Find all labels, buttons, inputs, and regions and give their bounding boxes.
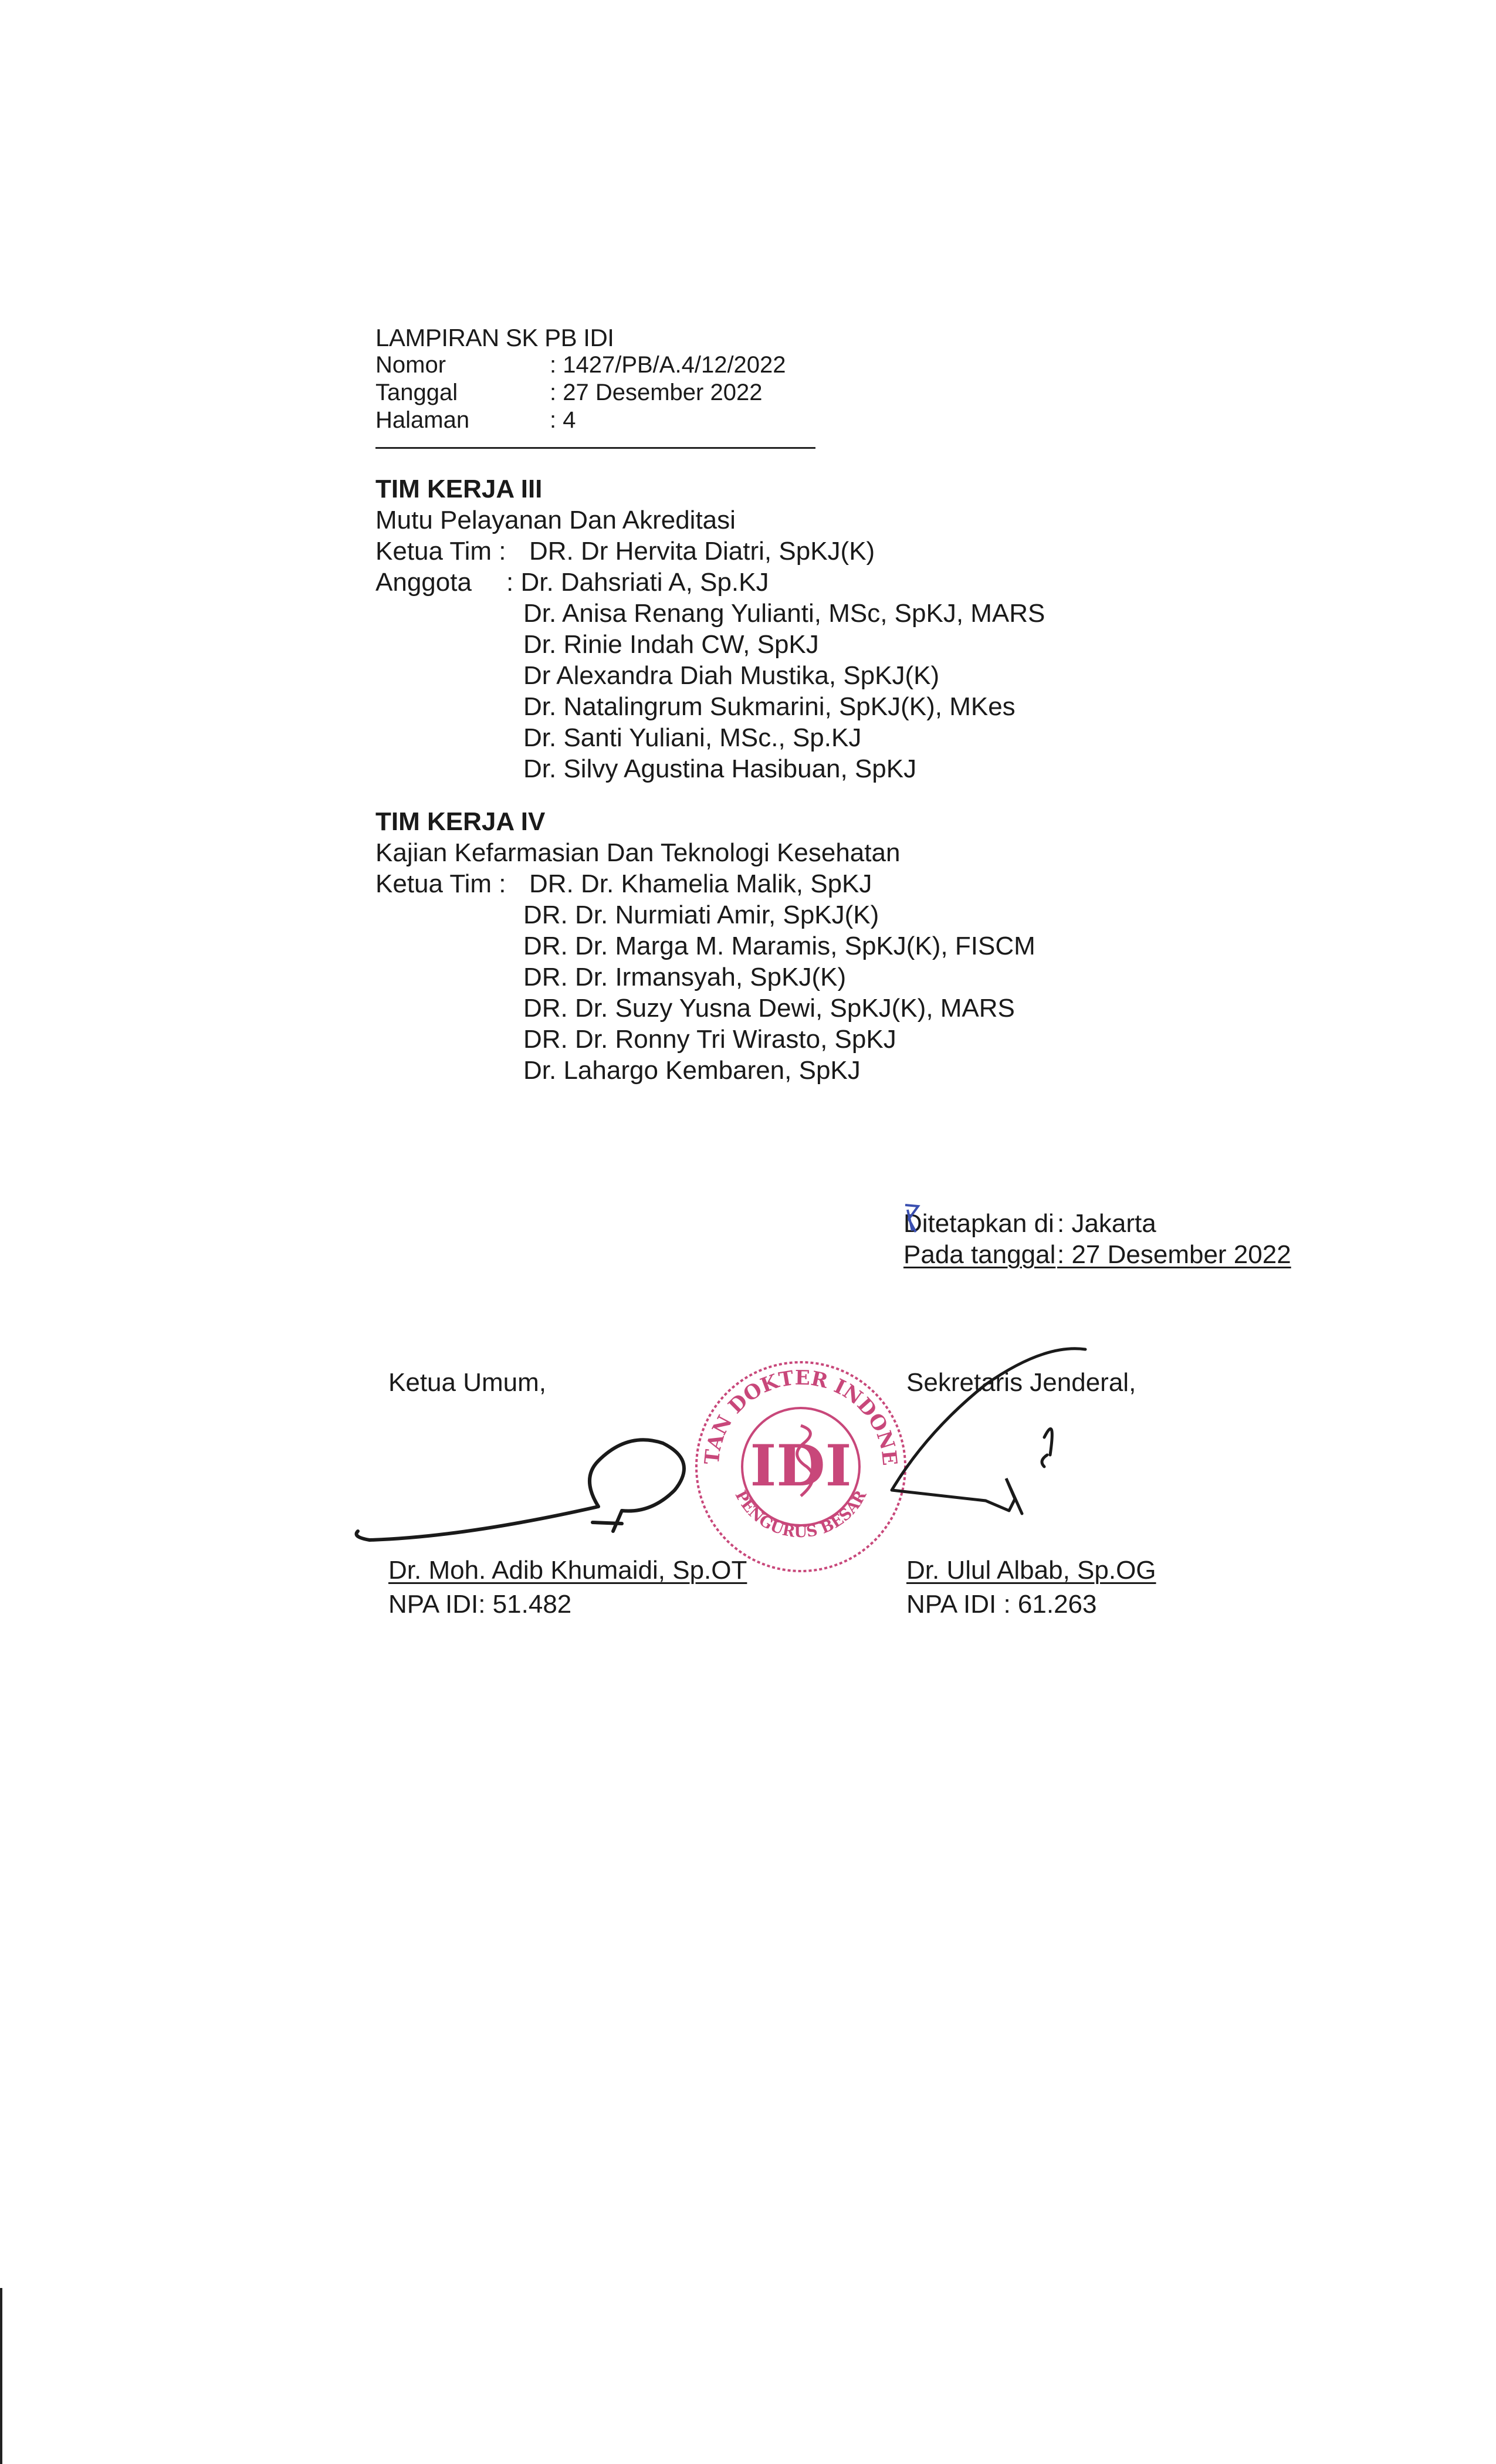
- member-name: DR. Dr. Suzy Yusna Dewi, SpKJ(K), MARS: [523, 994, 1015, 1023]
- place-date-block: Ditetapkan di : Jakarta Pada tanggal : 2…: [903, 1208, 1291, 1270]
- member-list: Dr. Anisa Renang Yulianti, MSc, SpKJ, MA…: [375, 598, 1045, 784]
- member-name: Dr. Silvy Agustina Hasibuan, SpKJ: [523, 754, 917, 783]
- right-role: Sekretaris Jenderal,: [906, 1368, 1136, 1397]
- header-row-tanggal: Tanggal : 27 Desember 2022: [375, 379, 786, 407]
- header-value: : 27 Desember 2022: [550, 380, 763, 405]
- scan-edge-mark: [0, 2288, 2, 2464]
- member-name: DR. Dr. Nurmiati Amir, SpKJ(K): [523, 901, 879, 929]
- header-row-nomor: Nomor : 1427/PB/A.4/12/2022: [375, 351, 786, 379]
- place-value: : Jakarta: [1057, 1209, 1156, 1238]
- header-row-halaman: Halaman : 4: [375, 407, 786, 434]
- member-name: Dr. Lahargo Kembaren, SpKJ: [523, 1056, 861, 1085]
- date-row: Pada tanggal : 27 Desember 2022: [903, 1239, 1291, 1270]
- place-row: Ditetapkan di : Jakarta: [903, 1208, 1291, 1239]
- team-4-section: TIM KERJA IV Kajian Kefarmasian Dan Tekn…: [375, 806, 1035, 1086]
- lampiran-header: LAMPIRAN SK PB IDI Nomor : 1427/PB/A.4/1…: [375, 324, 786, 434]
- header-value: : 1427/PB/A.4/12/2022: [550, 352, 786, 378]
- member-name: Dr. Rinie Indah CW, SpKJ: [523, 630, 819, 659]
- right-signatory-name: Dr. Ulul Albab, Sp.OG: [906, 1556, 1156, 1585]
- team-subtitle: Kajian Kefarmasian Dan Teknologi Kesehat…: [375, 838, 901, 867]
- ketua-label: Ketua Tim :: [375, 537, 506, 566]
- ketua-name: DR. Dr Hervita Diatri, SpKJ(K): [529, 537, 875, 566]
- member-name: Dr. Anisa Renang Yulianti, MSc, SpKJ, MA…: [523, 599, 1045, 628]
- member-name: DR. Dr. Irmansyah, SpKJ(K): [523, 963, 847, 991]
- ketua-row: Ketua Tim : DR. Dr Hervita Diatri, SpKJ(…: [375, 536, 1045, 567]
- date-value: : 27 Desember 2022: [1057, 1240, 1291, 1269]
- member-name: Dr Alexandra Diah Mustika, SpKJ(K): [523, 661, 940, 690]
- left-role: Ketua Umum,: [388, 1368, 546, 1397]
- lampiran-title: LAMPIRAN SK PB IDI: [375, 324, 614, 351]
- left-signatory-npa: NPA IDI: 51.482: [388, 1590, 572, 1619]
- right-signatory-npa: NPA IDI : 61.263: [906, 1590, 1097, 1619]
- header-value: : 4: [550, 407, 576, 433]
- idi-seal-icon: IKATAN DOKTER INDONESIA PENGURUS BESAR I…: [689, 1355, 906, 1572]
- ketua-label: Ketua Tim :: [375, 869, 506, 898]
- team-subtitle: Mutu Pelayanan Dan Akreditasi: [375, 506, 736, 534]
- member-name: DR. Dr. Marga M. Maramis, SpKJ(K), FISCM: [523, 932, 1035, 960]
- seal-center-text: IDI: [750, 1433, 851, 1499]
- header-label: Halaman: [375, 407, 470, 433]
- left-signature-icon: [354, 1438, 686, 1542]
- team-title: TIM KERJA III: [375, 475, 543, 503]
- ketua-row: Ketua Tim : DR. Dr. Khamelia Malik, SpKJ: [375, 868, 1035, 899]
- team-title: TIM KERJA IV: [375, 807, 546, 836]
- ink-mark-icon: [905, 1204, 920, 1233]
- right-signature-icon: [890, 1347, 1087, 1515]
- place-label: Ditetapkan di: [903, 1209, 1054, 1238]
- anggota-row: Anggota : Dr. Dahsriati A, Sp.KJ: [375, 567, 1045, 598]
- header-label: Tanggal: [375, 380, 458, 405]
- member-name: : Dr. Dahsriati A, Sp.KJ: [506, 568, 769, 597]
- ketua-name: DR. Dr. Khamelia Malik, SpKJ: [529, 869, 872, 898]
- header-label: Nomor: [375, 352, 446, 378]
- member-name: Dr. Natalingrum Sukmarini, SpKJ(K), MKes: [523, 692, 1016, 721]
- header-rule: [375, 447, 815, 449]
- left-signatory-name: Dr. Moh. Adib Khumaidi, Sp.OT: [388, 1556, 747, 1585]
- anggota-label: Anggota: [375, 568, 472, 597]
- date-label: Pada tanggal: [903, 1240, 1056, 1269]
- member-name: DR. Dr. Ronny Tri Wirasto, SpKJ: [523, 1025, 896, 1054]
- team-3-section: TIM KERJA III Mutu Pelayanan Dan Akredit…: [375, 473, 1045, 784]
- member-list: DR. Dr. Nurmiati Amir, SpKJ(K) DR. Dr. M…: [375, 899, 1035, 1086]
- member-name: Dr. Santi Yuliani, MSc., Sp.KJ: [523, 723, 862, 752]
